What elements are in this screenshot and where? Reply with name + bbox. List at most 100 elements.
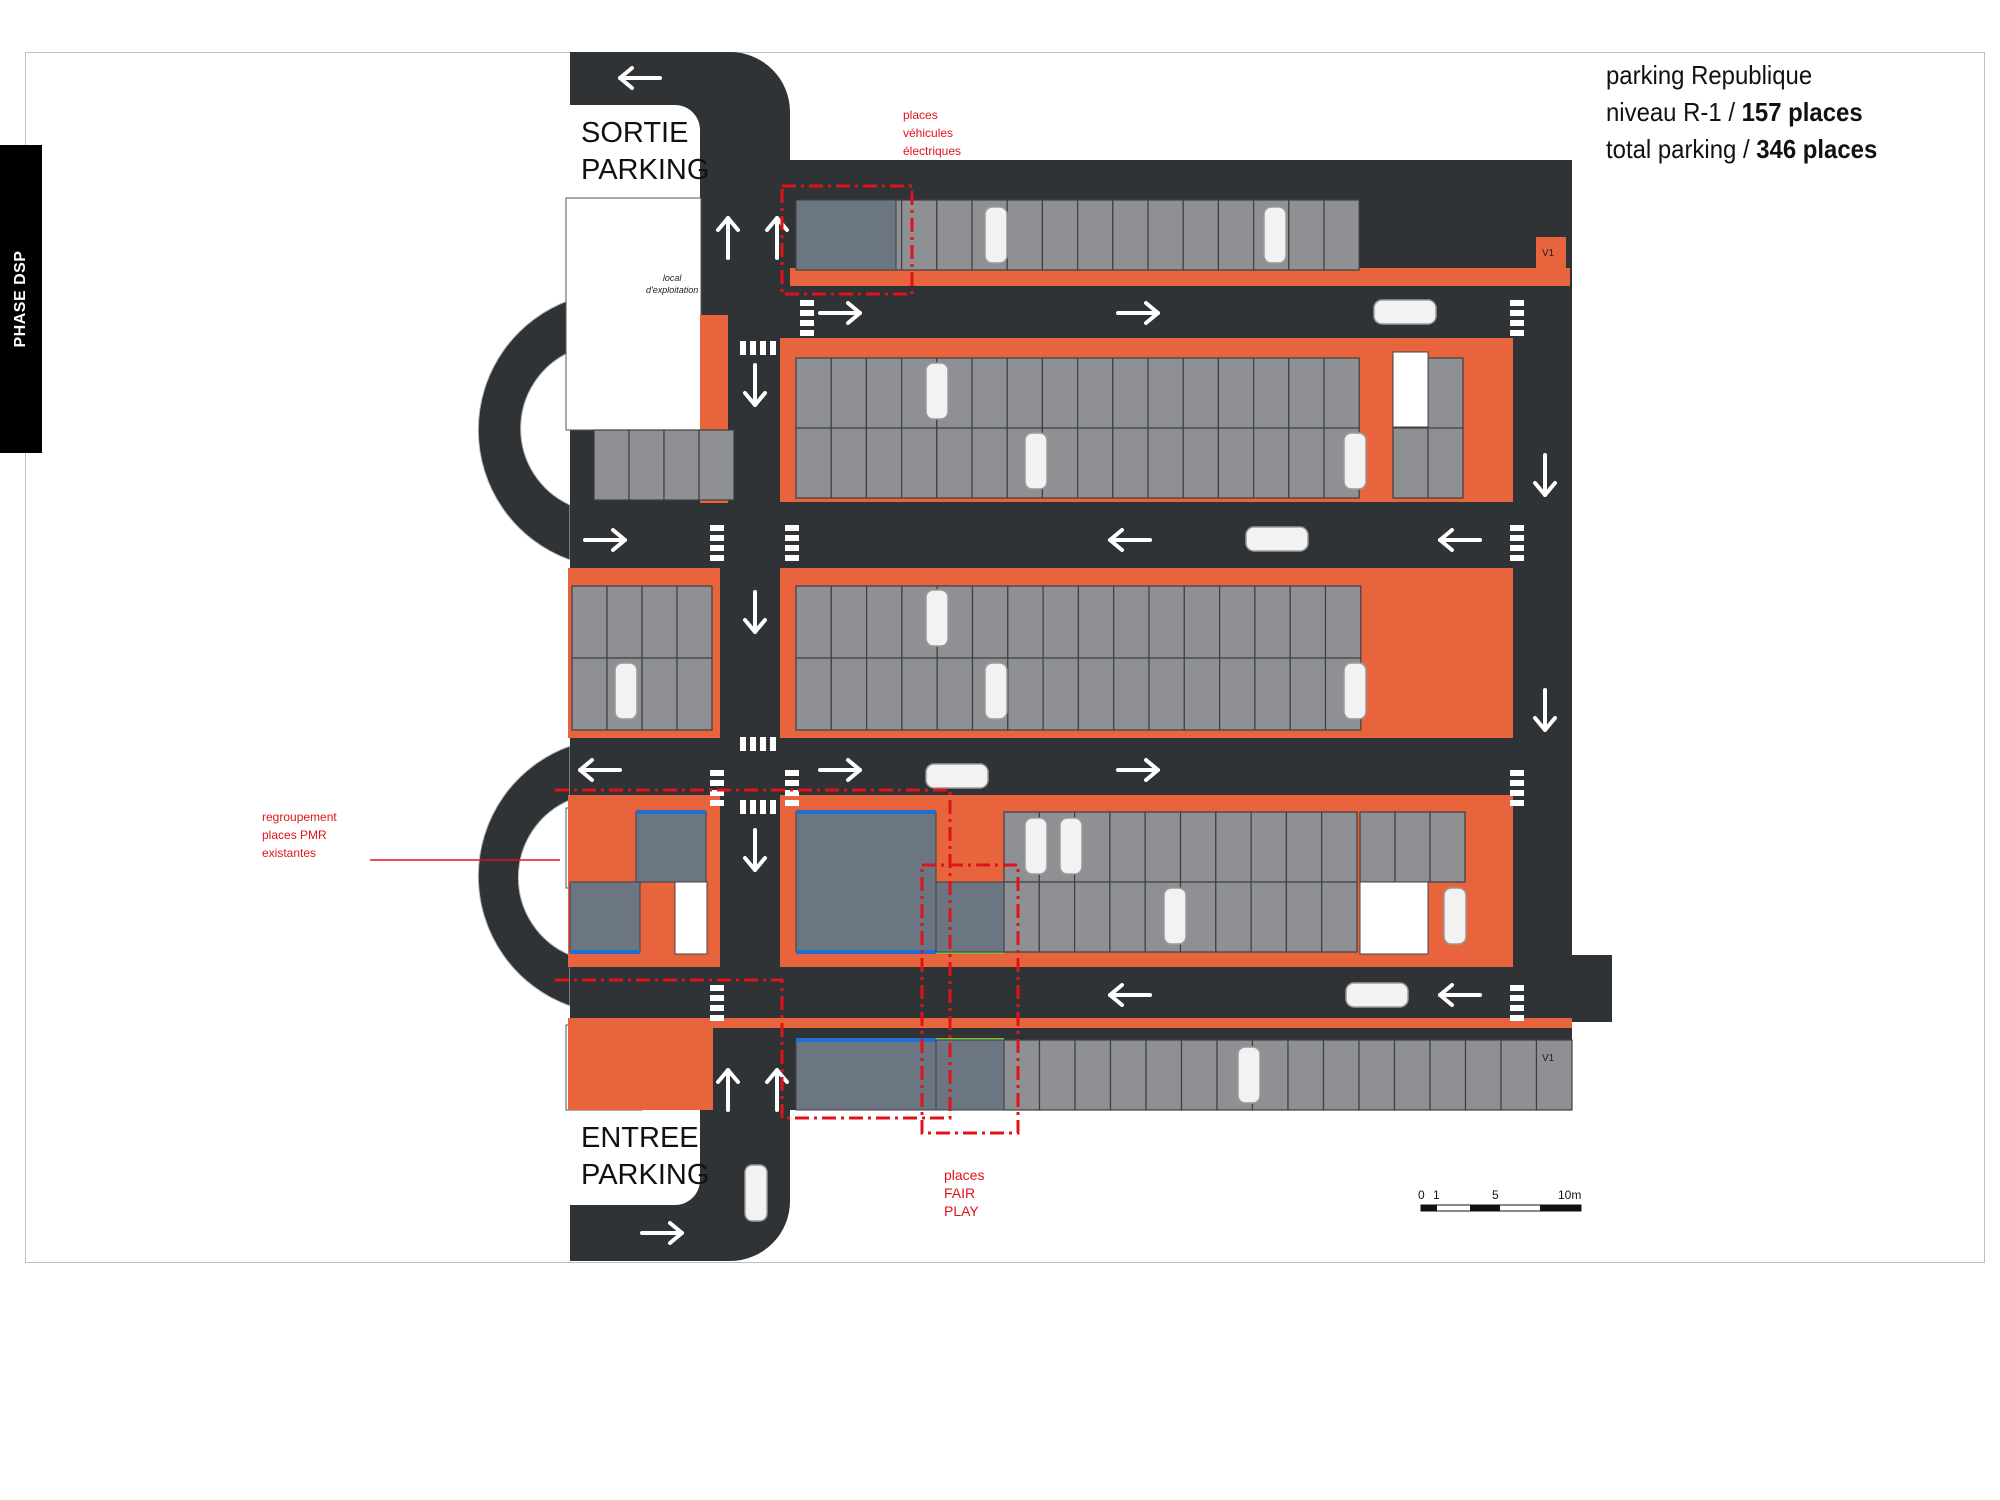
- parking-stall: [1006, 357, 1044, 429]
- direction-arrow: [765, 1068, 789, 1112]
- car: [744, 1164, 768, 1222]
- parking-stall: [1429, 811, 1466, 883]
- parking-stall: [865, 427, 903, 499]
- crosswalk-stripe: [785, 800, 799, 806]
- parking-stall: [1182, 357, 1219, 429]
- crosswalk-stripe: [1510, 525, 1524, 531]
- crosswalk-stripe: [785, 790, 799, 796]
- title-line-3: total parking / 346 places: [1606, 134, 1878, 164]
- car: [1373, 299, 1437, 325]
- title-line-1: parking Republique: [1606, 60, 1813, 90]
- parking-stall: [1250, 811, 1287, 883]
- parking-stall: [1217, 357, 1255, 429]
- direction-arrow: [743, 828, 767, 872]
- parking-stall: [1324, 585, 1362, 659]
- parking-stall: [1041, 357, 1079, 429]
- parking-stall: [1500, 1039, 1538, 1111]
- crosswalk-stripe: [750, 800, 756, 814]
- parking-stall: [830, 427, 868, 499]
- crosswalk-stripe: [1510, 1005, 1524, 1011]
- parking-stall: [1112, 357, 1149, 429]
- direction-arrow: [1533, 453, 1557, 497]
- crosswalk-stripe: [740, 341, 746, 355]
- car: [984, 662, 1008, 720]
- parking-stall: [1007, 657, 1044, 731]
- parking-stall: [1007, 585, 1044, 659]
- car: [1343, 662, 1367, 720]
- parking-stall: [1218, 657, 1256, 731]
- crosswalk-stripe: [1510, 300, 1524, 306]
- crosswalk-stripe: [1510, 800, 1524, 806]
- crosswalk-stripe: [740, 737, 746, 751]
- parking-stall: [830, 657, 868, 731]
- parking-stall: [1183, 657, 1221, 731]
- stall-row-3d: [571, 657, 713, 731]
- parking-stall: [593, 429, 630, 501]
- parking-stall: [1215, 881, 1252, 953]
- parking-stall: [1217, 199, 1255, 271]
- crosswalk-stripe: [800, 330, 814, 336]
- parking-stall: [1323, 357, 1360, 429]
- parking-stall: [698, 429, 735, 501]
- parking-stall: [1252, 357, 1290, 429]
- direction-arrow: [1108, 528, 1152, 552]
- parking-stall: [1038, 881, 1076, 953]
- scale-tick-10: 10m: [1558, 1188, 1582, 1202]
- parking-stall: [1003, 1039, 1041, 1111]
- parking-stall: [1179, 811, 1217, 883]
- parking-stall: [1359, 811, 1396, 883]
- car: [1163, 887, 1187, 945]
- parking-stall: [1042, 585, 1079, 659]
- fair-play-note: places FAIR PLAY: [944, 1167, 985, 1219]
- pmr-places-note: regroupement places PMR existantes: [262, 810, 337, 860]
- car: [1059, 817, 1083, 875]
- crosswalk-stripe: [710, 800, 724, 806]
- parking-stall: [865, 585, 903, 659]
- crosswalk-stripe: [760, 341, 766, 355]
- stall-row-5: [1003, 1039, 1573, 1111]
- parking-stall: [1147, 199, 1184, 271]
- parking-stall: [936, 199, 973, 271]
- parking-stall: [795, 585, 832, 659]
- crosswalk-stripe: [710, 790, 724, 796]
- crosswalk-stripe: [800, 310, 814, 316]
- car: [925, 362, 949, 420]
- scale-tick-0: 0: [1418, 1188, 1425, 1202]
- parking-stall: [865, 657, 903, 731]
- parking-stall: [1321, 811, 1358, 883]
- crosswalks: [710, 300, 1524, 1021]
- crosswalk-stripe: [1510, 555, 1524, 561]
- crosswalk-stripe: [710, 985, 724, 991]
- ev-places-note: places véhicules électriques: [903, 108, 962, 158]
- parking-stall: [1113, 585, 1150, 659]
- parking-stall: [1289, 657, 1327, 731]
- direction-arrow: [716, 1068, 740, 1112]
- parking-stall: [1285, 881, 1323, 953]
- parking-stall: [830, 585, 868, 659]
- car: [614, 662, 638, 720]
- crosswalk-stripe: [1510, 320, 1524, 326]
- parking-stall: [676, 585, 713, 659]
- car: [1263, 206, 1287, 264]
- crosswalk-stripe: [785, 780, 799, 786]
- crosswalk-stripe: [770, 800, 776, 814]
- parking-stall: [1323, 199, 1360, 271]
- parking-stall: [900, 199, 938, 271]
- crosswalk-stripe: [1510, 770, 1524, 776]
- parking-stall: [1322, 1039, 1360, 1111]
- v1-label-top: V1: [1542, 248, 1555, 259]
- crosswalk-stripe: [740, 800, 746, 814]
- crosswalk-stripe: [710, 525, 724, 531]
- parking-stall: [1145, 1039, 1183, 1111]
- crosswalk-stripe: [770, 737, 776, 751]
- parking-stall: [1109, 811, 1146, 883]
- car: [1345, 982, 1409, 1008]
- stair-cores: [674, 351, 1429, 955]
- parking-stall: [1252, 427, 1290, 499]
- car: [984, 206, 1008, 264]
- crosswalk-stripe: [785, 545, 799, 551]
- crosswalk-stripe: [785, 555, 799, 561]
- crosswalk-stripe: [1510, 780, 1524, 786]
- parking-stall: [1183, 585, 1221, 659]
- parking-stall: [1182, 199, 1219, 271]
